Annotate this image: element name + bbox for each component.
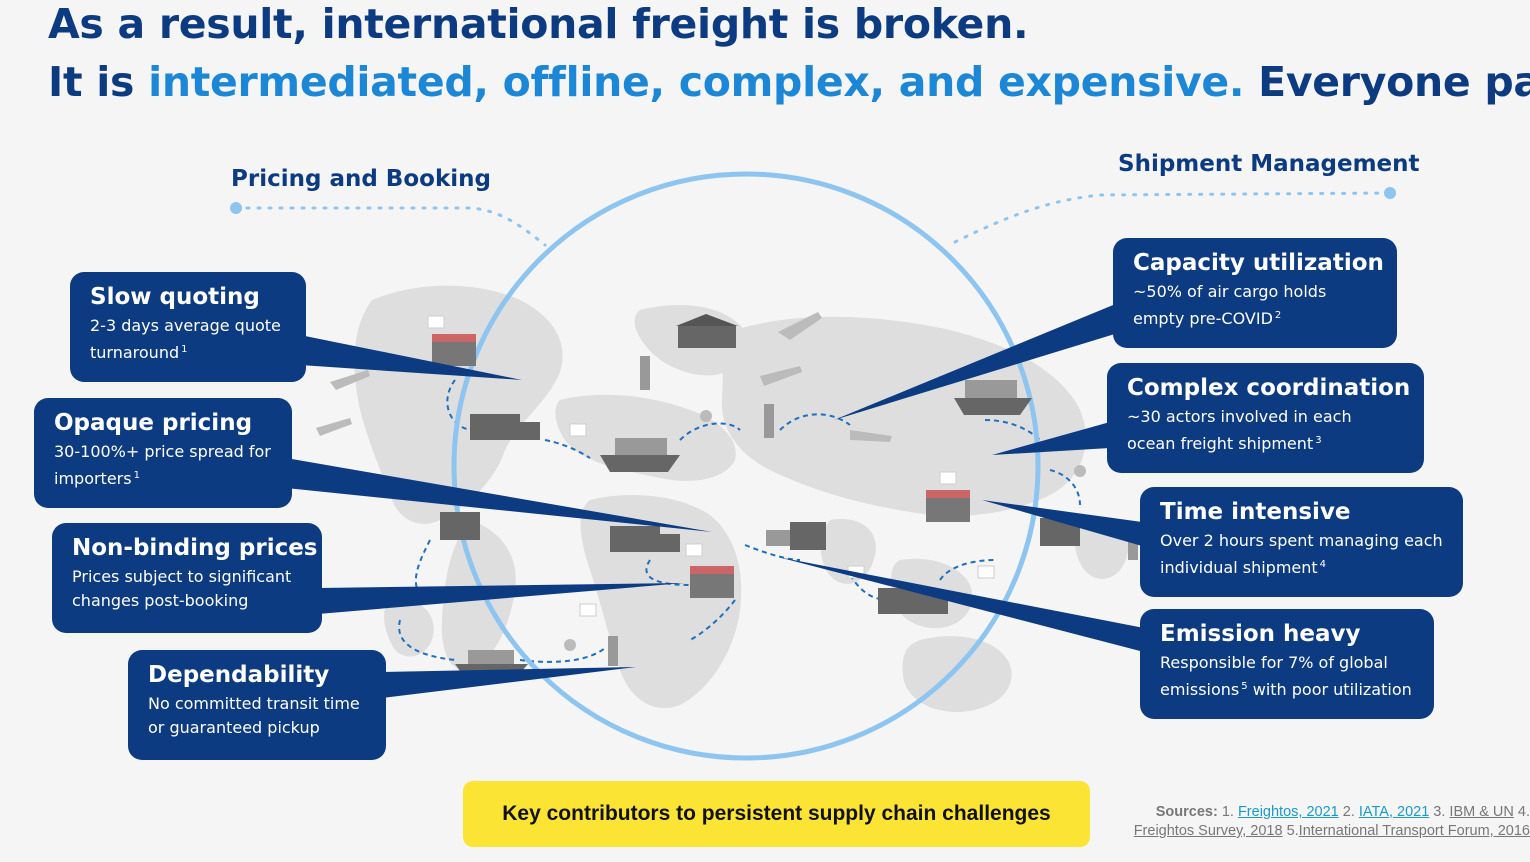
card-description: Prices subject to significant changes po… (72, 567, 292, 610)
card-capacity-utilization: Capacity utilization ~50% of air cargo h… (1113, 238, 1397, 348)
card-title: Complex coordination (1127, 375, 1411, 401)
card-description: ~30 actors involved in each ocean freigh… (1127, 407, 1352, 453)
headline-highlight: intermediated, offline, complex, and exp… (148, 58, 1245, 106)
circle-outline (451, 171, 1041, 761)
truck-icon (470, 414, 948, 614)
ship-icon (455, 380, 1032, 678)
card-title: Opaque pricing (54, 410, 253, 436)
headline-line-1: As a result, international freight is br… (48, 0, 1029, 48)
headline-prefix: It is (48, 58, 149, 106)
source-link-freightos-2021[interactable]: Freightos, 2021 (1237, 804, 1339, 820)
footnote-ref: 3 (1315, 435, 1322, 446)
sources-label: Sources: (1155, 804, 1218, 820)
headline-suffix: Everyone pays. (1258, 58, 1530, 106)
source-link-itf-2016[interactable]: International Transport Forum, 2016 (1298, 823, 1530, 839)
store-icon (432, 334, 970, 598)
warehouse-icon (676, 314, 738, 348)
source-link-freightos-survey-2018[interactable]: Freightos Survey, 2018 (1133, 823, 1283, 839)
card-title: Non-binding prices (72, 535, 318, 561)
airplane-icon (316, 312, 892, 442)
forklift-icon (440, 512, 1080, 550)
card-title: Time intensive (1160, 499, 1351, 525)
card-slow-quoting: Slow quoting 2-3 days average quote turn… (70, 272, 306, 382)
card-pointers (286, 303, 1144, 698)
card-title: Slow quoting (90, 284, 260, 310)
headline-line-2: It is intermediated, offline, complex, a… (48, 58, 1530, 106)
card-title: Dependability (148, 662, 330, 688)
footnote-ref: 1 (181, 344, 188, 355)
sources-footnote: Sources: 1. Freightos, 2021 2. IATA, 202… (1133, 804, 1530, 839)
source-link-iata-2021[interactable]: IATA, 2021 (1358, 804, 1430, 820)
lighthouse-icon (608, 356, 1138, 666)
card-description: No committed transit time or guaranteed … (148, 694, 360, 737)
footnote-ref: 5 (1241, 681, 1248, 692)
card-non-binding-prices: Non-binding prices Prices subject to sig… (52, 523, 322, 633)
card-complex-coordination: Complex coordination ~30 actors involved… (1107, 363, 1424, 473)
key-contributors-banner: Key contributors to persistent supply ch… (463, 781, 1090, 847)
chat-icon (564, 410, 1086, 651)
footnote-ref: 2 (1274, 310, 1282, 321)
card-title: Emission heavy (1160, 621, 1361, 647)
footnote-ref: 4 (1319, 559, 1327, 570)
card-time-intensive: Time intensive Over 2 hours spent managi… (1140, 487, 1463, 597)
card-emission-heavy: Emission heavy Responsible for 7% of glo… (1140, 609, 1434, 719)
section-shipment-management: Shipment Management (1118, 151, 1420, 177)
section-pricing-booking: Pricing and Booking (231, 166, 491, 192)
card-dependability: Dependability No committed transit time … (128, 650, 386, 760)
card-title: Capacity utilization (1133, 250, 1384, 276)
card-description: Over 2 hours spent managing each individ… (1160, 531, 1443, 577)
footnote-ref: 1 (133, 470, 140, 481)
card-opaque-pricing: Opaque pricing 30-100%+ price spread for… (34, 398, 292, 508)
source-link-ibm-un[interactable]: IBM & UN (1449, 804, 1514, 820)
